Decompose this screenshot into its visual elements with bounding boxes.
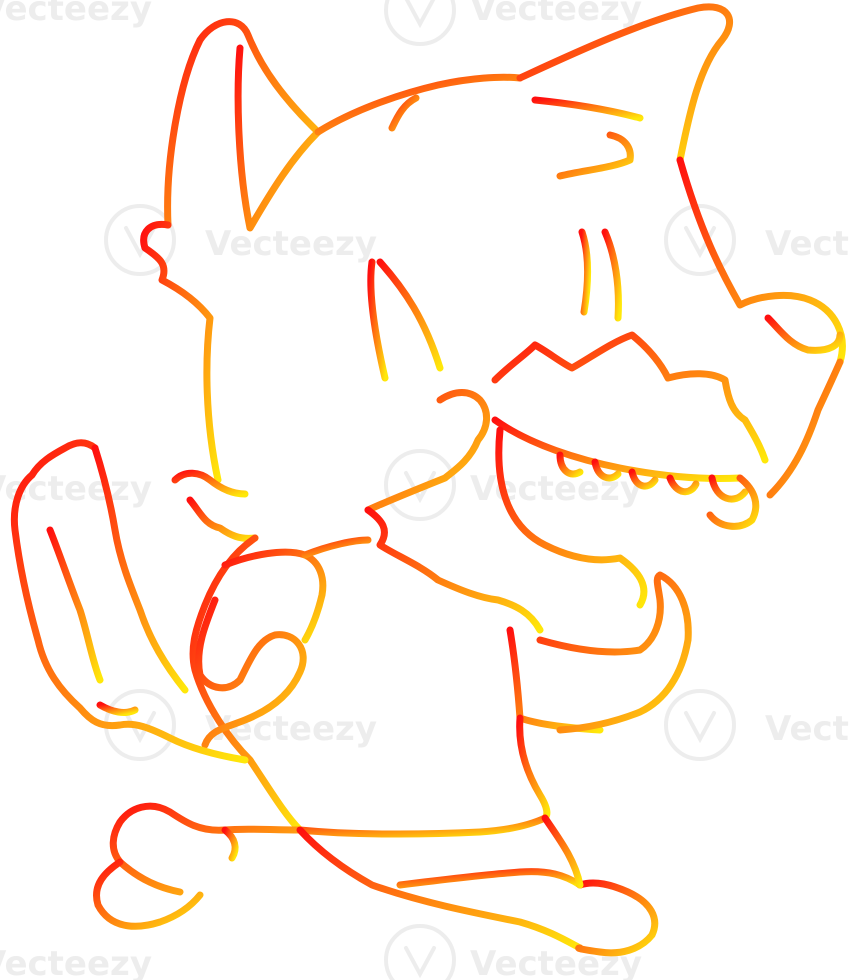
watermark-text: Vecteezy [0,0,152,29]
eyebrow [556,131,634,180]
upper-jaw-fur [491,331,769,464]
mouth-upper [491,416,744,483]
left-ear-outline [164,18,322,229]
watermark-text: Vecteezy [765,709,850,749]
neck-fur-right [364,506,544,634]
right-arm [536,571,692,734]
shirt-sleeve-left [221,548,327,644]
watermark-logo-icon [384,924,456,980]
right-ear-outline [516,3,734,164]
snout-top [676,156,846,366]
torso-right [516,714,551,822]
left-arm [195,596,307,749]
watermark-text: Vecteezy [0,944,152,980]
shirt-collar [301,536,372,559]
torso-left [189,534,304,834]
tooth [591,458,622,482]
front-leg-back [396,868,584,889]
tail-outline [10,439,249,764]
fox-drawing [10,3,846,957]
mouth-lower [495,426,648,609]
neck-fur-left [171,469,249,498]
watermark-logo-icon [384,0,456,46]
watermark-text: Vecteezy [0,469,152,509]
watermark-logo-icon [664,689,736,761]
watermark-text: Vecteezy [205,224,377,264]
shirt-hem [296,814,549,838]
head-fur-tuft [388,94,420,132]
watermark-logo-icon [104,204,176,276]
watermark-text: Vecteezy [470,0,642,29]
back-foot [93,858,204,930]
tooth [556,451,584,478]
tooth [628,468,659,490]
tail-fur-inner [46,526,104,684]
tail-fur-tuft [91,444,189,694]
chin-outline [706,474,760,530]
head-top-outline [314,73,524,136]
right-eye [578,228,592,316]
back-leg [109,802,304,896]
left-ear-inner [234,44,322,232]
left-eye-highlight [376,258,444,372]
tail-fur-tuft-2 [96,701,139,716]
cheek-fur-right [364,389,490,514]
front-foot [575,879,659,957]
watermark-text: Vecteezy [765,224,850,264]
nose-icon [764,314,844,354]
left-eye [367,258,389,382]
back-leg-fur [221,826,239,862]
front-leg [296,826,584,952]
head-left-outline [140,220,222,484]
tooth [666,474,700,496]
collar-fur [186,496,259,542]
right-eye-highlight [601,228,622,322]
snout-bottom [766,358,844,499]
shorts-hem [541,814,584,889]
tooth [708,474,749,503]
right-ear-inner [531,96,644,122]
